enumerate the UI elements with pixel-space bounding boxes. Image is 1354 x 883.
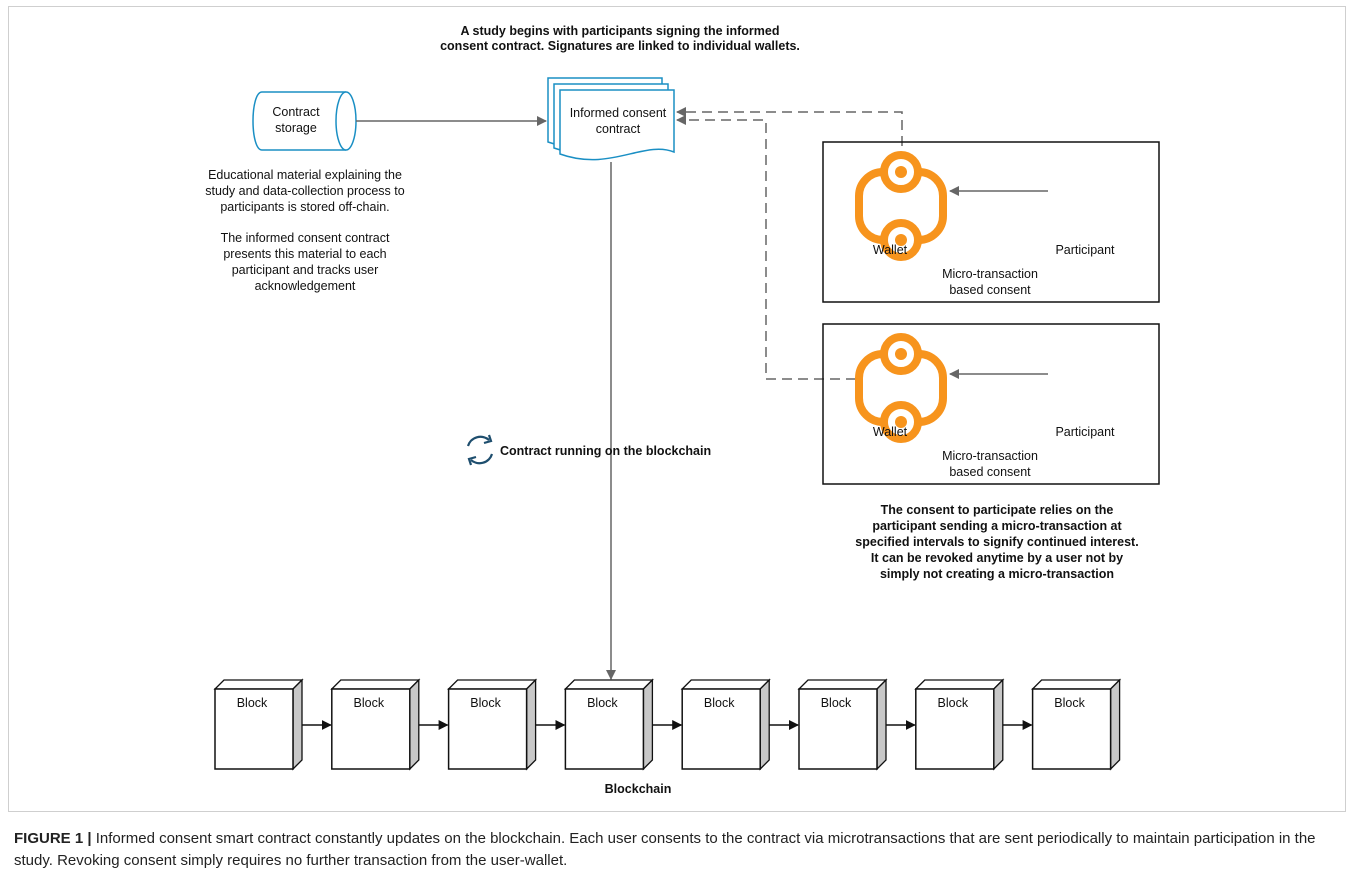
block-label: Block bbox=[236, 696, 268, 710]
right-note-line: It can be revoked anytime by a user not … bbox=[870, 551, 1124, 565]
wallet-label: Wallet bbox=[872, 425, 908, 439]
contract-running-label: Contract running on the blockchain bbox=[500, 444, 712, 458]
wallet-icon bbox=[855, 151, 947, 261]
left-note-line: The informed consent contract bbox=[220, 231, 390, 245]
left-note-line: Educational material explaining the bbox=[208, 168, 402, 182]
contract-storage-label-line: Contract bbox=[272, 105, 320, 119]
left-notes: Educational material explaining the stud… bbox=[190, 167, 420, 294]
consent-panel-2-box bbox=[822, 323, 1160, 485]
contract-storage-label-line: storage bbox=[275, 121, 317, 135]
consent-contract-document-icon bbox=[547, 77, 675, 161]
block-cube bbox=[680, 678, 771, 771]
block-label: Block bbox=[937, 696, 969, 710]
left-note-line: participant and tracks user bbox=[231, 263, 379, 277]
block-cube bbox=[447, 678, 538, 771]
right-note-line: participant sending a micro-transaction … bbox=[872, 519, 1122, 533]
block-label: Block bbox=[353, 696, 385, 710]
consent-panel-1-box bbox=[822, 141, 1160, 303]
left-note-line: presents this material to each bbox=[223, 247, 387, 261]
contract-doc-label: Informed consent contract bbox=[560, 105, 676, 137]
top-note: A study begins with participants signing… bbox=[380, 24, 860, 54]
left-note-line: study and data-collection process to bbox=[205, 184, 405, 198]
panel-caption: Micro-transaction based consent bbox=[910, 448, 1070, 480]
panel-caption-line: based consent bbox=[949, 283, 1031, 297]
right-note-line: The consent to participate relies on the bbox=[880, 503, 1114, 517]
refresh-icon bbox=[466, 434, 494, 466]
right-note: The consent to participate relies on the… bbox=[820, 502, 1174, 582]
block-label: Block bbox=[820, 696, 852, 710]
right-note-line: specified intervals to signify continued… bbox=[855, 535, 1139, 549]
wallet2-to-contract-dashed-arrow bbox=[676, 115, 856, 380]
contract-storage-cylinder bbox=[252, 91, 357, 151]
block-cube bbox=[213, 678, 304, 771]
panel-caption-line: Micro-transaction bbox=[942, 449, 1038, 463]
top-note-line: consent contract. Signatures are linked … bbox=[440, 39, 800, 53]
left-note-line: acknowledgement bbox=[254, 279, 356, 293]
wallet-label: Wallet bbox=[872, 243, 908, 257]
participant-label: Participant bbox=[1055, 425, 1115, 439]
contract-storage-label: Contract storage bbox=[254, 104, 338, 136]
wallet-icon bbox=[855, 333, 947, 443]
block-cube bbox=[563, 678, 654, 771]
figure-caption-text: Informed consent smart contract constant… bbox=[14, 830, 1316, 869]
figure-caption: FIGURE 1 | Informed consent smart contra… bbox=[14, 828, 1334, 872]
block-cube bbox=[1031, 678, 1122, 771]
left-note-line: participants is stored off-chain. bbox=[220, 200, 390, 214]
right-note-line: simply not creating a micro-transaction bbox=[879, 567, 1115, 581]
contract-doc-label-line: contract bbox=[595, 122, 641, 136]
wallet1-to-contract-dashed-arrow bbox=[676, 107, 903, 178]
block-label: Block bbox=[470, 696, 501, 710]
block-cube bbox=[914, 678, 1005, 771]
blockchain-label: Blockchain bbox=[604, 782, 672, 796]
contract-doc-label-line: Informed consent bbox=[569, 106, 667, 120]
panel-caption-line: Micro-transaction bbox=[942, 267, 1038, 281]
figure-caption-label: FIGURE 1 | bbox=[14, 830, 92, 847]
block-label: Block bbox=[703, 696, 735, 710]
figure-frame bbox=[8, 6, 1346, 812]
block-label: Block bbox=[587, 696, 618, 710]
block-cube bbox=[797, 678, 888, 771]
panel-caption: Micro-transaction based consent bbox=[910, 266, 1070, 298]
block-cube bbox=[330, 678, 421, 771]
block-label: Block bbox=[1054, 696, 1085, 710]
participant-label: Participant bbox=[1055, 243, 1115, 257]
top-note-line: A study begins with participants signing… bbox=[460, 24, 780, 38]
blockchain-blocks bbox=[213, 678, 1122, 771]
panel-caption-line: based consent bbox=[949, 465, 1031, 479]
